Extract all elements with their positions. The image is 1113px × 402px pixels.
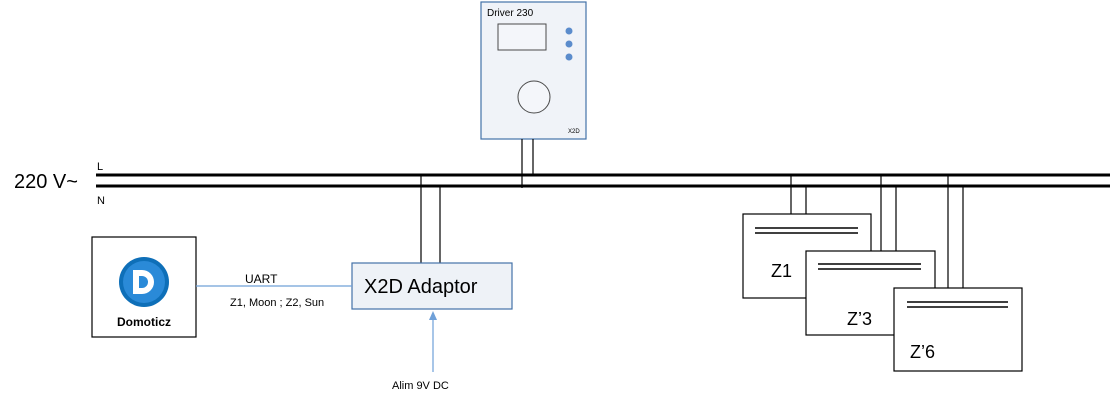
mains-voltage-label: 220 V~ xyxy=(14,171,78,193)
driver-knob-icon xyxy=(517,80,551,114)
driver-230-unit: Driver 230 X2D xyxy=(480,1,587,140)
driver-brand: X2D xyxy=(568,129,580,135)
x2d-adaptor-label: X2D Adaptor xyxy=(364,276,478,298)
power-supply-label: Alim 9V DC xyxy=(392,380,449,392)
domoticz-label: Domoticz xyxy=(117,315,171,329)
zone-label-z6: Z’6 xyxy=(910,342,935,362)
led-icon xyxy=(565,40,573,48)
driver-display-screen xyxy=(497,23,547,51)
led-icon xyxy=(565,53,573,61)
zone-mapping-label: Z1, Moon ; Z2, Sun xyxy=(230,297,324,309)
driver-box xyxy=(480,1,587,140)
zone-label-z3: Z’3 xyxy=(847,309,872,329)
zone-label-z1: Z1 xyxy=(771,261,792,281)
x2d-adaptor-box xyxy=(351,262,513,310)
domoticz-logo-icon xyxy=(119,257,169,307)
neutral-label: N xyxy=(97,195,105,207)
driver-title: Driver 230 xyxy=(487,8,534,19)
uart-label: UART xyxy=(245,272,278,286)
led-icon xyxy=(565,27,573,35)
live-label: L xyxy=(97,161,103,173)
arrow-up-icon xyxy=(429,311,437,320)
